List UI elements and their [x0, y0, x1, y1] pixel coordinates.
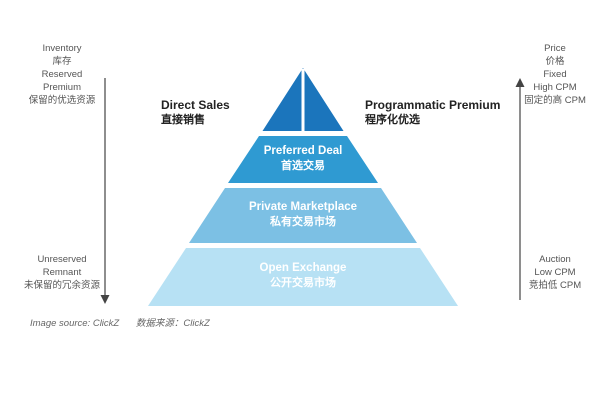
- tier-zh: 首选交易: [281, 160, 325, 172]
- right-axis-line: Low CPM: [534, 267, 576, 278]
- right-axis-line: Fixed: [543, 69, 567, 80]
- tier-preferred-deal-label: Preferred Deal 首选交易: [153, 144, 453, 174]
- direct-sales-zh: 直接销售: [161, 114, 205, 126]
- tier-private-marketplace-label: Private Marketplace 私有交易市场: [153, 200, 453, 230]
- left-axis-line: 未保留的冗余资源: [23, 280, 100, 291]
- tier-en: Preferred Deal: [263, 145, 343, 157]
- right-axis-bottom-label: Auction Low CPM 竞拍低 CPM: [505, 253, 600, 292]
- caption-en: Image source: ClickZ: [30, 318, 120, 329]
- left-axis-line: Remnant: [42, 267, 82, 278]
- left-axis-line: 库存: [52, 56, 72, 67]
- left-axis-line: Inventory: [42, 43, 82, 54]
- right-axis-line: High CPM: [533, 82, 577, 93]
- left-axis-line: Reserved: [41, 69, 83, 80]
- left-axis-line: Premium: [42, 82, 81, 93]
- image-source-caption: Image source: ClickZ 数据来源：ClickZ: [30, 315, 224, 329]
- right-axis-arrowhead-up-icon: [515, 78, 525, 87]
- direct-sales-label: Direct Sales 直接销售: [161, 98, 230, 128]
- right-axis-line: 固定的高 CPM: [524, 95, 586, 106]
- programmatic-premium-zh: 程序化优选: [365, 114, 420, 126]
- tier-en: Open Exchange: [259, 262, 347, 274]
- direct-sales-en: Direct Sales: [161, 98, 230, 112]
- right-axis-top-label: Price 价格 Fixed High CPM 固定的高 CPM: [505, 42, 600, 107]
- tier-zh: 公开交易市场: [270, 277, 336, 289]
- left-axis-top-label: Inventory 库存 Reserved Premium 保留的优选资源: [12, 42, 112, 107]
- tier-open-exchange-shape: [148, 248, 458, 306]
- tier-zh: 私有交易市场: [270, 216, 336, 228]
- left-axis-line: Unreserved: [37, 254, 87, 265]
- right-axis-line: 竞拍低 CPM: [528, 280, 582, 291]
- caption-zh: 数据来源：ClickZ: [135, 318, 210, 329]
- tier-open-exchange-label: Open Exchange 公开交易市场: [153, 261, 453, 291]
- tier-en: Private Marketplace: [248, 201, 358, 213]
- programmatic-premium-en: Programmatic Premium: [365, 98, 501, 112]
- tier-preferred-deal-shape: [228, 136, 378, 183]
- right-axis-line: 价格: [545, 56, 565, 67]
- left-axis-bottom-label: Unreserved Remnant 未保留的冗余资源: [12, 253, 112, 292]
- left-axis-line: 保留的优选资源: [28, 95, 96, 106]
- tier-private-marketplace-shape: [189, 188, 417, 243]
- left-axis-arrowhead-down-icon: [100, 295, 110, 304]
- right-axis-line: Auction: [539, 254, 571, 265]
- programmatic-premium-label: Programmatic Premium 程序化优选: [365, 98, 500, 128]
- right-axis-line: Price: [544, 43, 566, 54]
